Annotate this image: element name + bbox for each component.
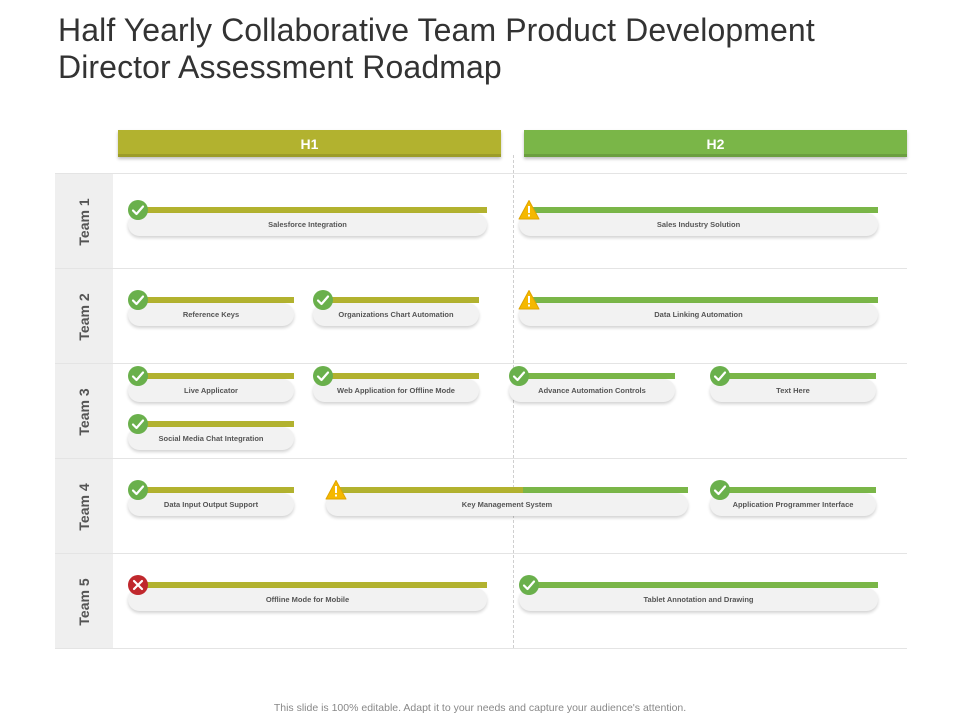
check-icon (128, 290, 148, 310)
task-card[interactable]: Data Linking Automation (518, 290, 878, 329)
check-icon (313, 366, 333, 386)
task-label: Reference Keys (182, 310, 240, 319)
task-label: Offline Mode for Mobile (265, 595, 350, 604)
check-icon (313, 290, 333, 310)
task-card[interactable]: Salesforce Integration (128, 200, 487, 239)
task-pill: Advance Automation Controls (509, 379, 675, 402)
task-card[interactable]: Key Management System (325, 480, 688, 519)
warning-icon (325, 480, 347, 500)
task-card[interactable]: Sales Industry Solution (518, 200, 878, 239)
task-pill: Data Linking Automation (519, 303, 878, 326)
team-row-5: Team 5 (55, 553, 907, 649)
task-pill: Tablet Annotation and Drawing (519, 588, 878, 611)
row-label: Team 5 (76, 577, 92, 626)
task-card[interactable]: Data Input Output Support (128, 480, 294, 519)
row-label: Team 1 (76, 197, 92, 246)
task-label: Data Linking Automation (654, 310, 743, 319)
task-bar (138, 207, 487, 213)
task-bar (138, 373, 294, 379)
task-bar (720, 487, 876, 493)
check-icon (128, 480, 148, 500)
task-card[interactable]: Live Applicator (128, 366, 294, 405)
cross-icon (128, 575, 148, 595)
check-icon (710, 366, 730, 386)
check-icon (519, 575, 539, 595)
task-pill: Organizations Chart Automation (313, 303, 479, 326)
task-pill: Text Here (710, 379, 876, 402)
row-label-cell: Team 1 (55, 174, 113, 269)
task-pill: Offline Mode for Mobile (128, 588, 487, 611)
task-label: Organizations Chart Automation (338, 310, 454, 319)
warning-icon (518, 290, 540, 310)
task-bar (336, 487, 688, 493)
task-pill: Social Media Chat Integration (128, 427, 294, 450)
task-card[interactable]: Reference Keys (128, 290, 294, 329)
task-card[interactable]: Advance Automation Controls (509, 366, 675, 405)
footer-note: This slide is 100% editable. Adapt it to… (273, 702, 687, 714)
task-label: Social Media Chat Integration (158, 434, 264, 443)
task-label: Advance Automation Controls (538, 386, 646, 395)
phase-label: H1 (300, 135, 319, 152)
task-bar (529, 582, 878, 588)
team-row-1: Team 1 (55, 173, 907, 269)
task-label: Application Programmer Interface (732, 500, 854, 509)
task-label: Data Input Output Support (163, 500, 259, 509)
task-bar (323, 297, 479, 303)
check-icon (128, 366, 148, 386)
check-icon (509, 366, 529, 386)
warning-icon (518, 200, 540, 220)
row-label-cell: Team 2 (55, 269, 113, 364)
row-label: Team 4 (76, 482, 92, 531)
task-bar (138, 421, 294, 427)
task-label: Text Here (776, 386, 810, 395)
task-card[interactable]: Text Here (710, 366, 876, 405)
task-bar (138, 582, 487, 588)
task-card[interactable]: Application Programmer Interface (710, 480, 876, 519)
slide-title: Half Yearly Collaborative Team Product D… (58, 12, 815, 85)
task-bar (138, 297, 294, 303)
row-label-cell: Team 4 (55, 459, 113, 554)
check-icon (710, 480, 730, 500)
task-bar (519, 373, 675, 379)
task-bar (138, 487, 294, 493)
task-pill: Key Management System (326, 493, 688, 516)
phase-header-h1: H1 (118, 130, 501, 157)
task-bar (529, 297, 878, 303)
check-icon (128, 200, 148, 220)
half-divider (513, 155, 514, 648)
task-pill: Data Input Output Support (128, 493, 294, 516)
table-bottom-border (55, 648, 907, 649)
row-label: Team 2 (76, 292, 92, 341)
task-label: Web Application for Offline Mode (337, 386, 455, 395)
task-label: Salesforce Integration (268, 220, 347, 229)
team-row-2: Team 2 (55, 268, 907, 364)
task-pill: Reference Keys (128, 303, 294, 326)
task-label: Live Applicator (184, 386, 238, 395)
team-row-3: Team 3 (55, 363, 907, 459)
task-card[interactable]: Tablet Annotation and Drawing (519, 575, 878, 614)
task-card[interactable]: Organizations Chart Automation (313, 290, 479, 329)
task-bar (720, 373, 876, 379)
task-bar (529, 207, 878, 213)
task-label: Tablet Annotation and Drawing (643, 595, 754, 604)
task-card[interactable]: Web Application for Offline Mode (313, 366, 479, 405)
row-label-cell: Team 3 (55, 364, 113, 459)
task-pill: Application Programmer Interface (710, 493, 876, 516)
team-row-4: Team 4 (55, 458, 907, 554)
task-pill: Salesforce Integration (128, 213, 487, 236)
task-pill: Sales Industry Solution (519, 213, 878, 236)
task-pill: Web Application for Offline Mode (313, 379, 479, 402)
phase-label: H2 (706, 135, 725, 152)
check-icon (128, 414, 148, 434)
task-card[interactable]: Social Media Chat Integration (128, 414, 294, 453)
task-pill: Live Applicator (128, 379, 294, 402)
task-label: Sales Industry Solution (656, 220, 741, 229)
task-label: Key Management System (461, 500, 553, 509)
row-label-cell: Team 5 (55, 554, 113, 649)
phase-header-h2: H2 (524, 130, 907, 157)
row-label: Team 3 (76, 387, 92, 436)
task-bar (323, 373, 479, 379)
task-card[interactable]: Offline Mode for Mobile (128, 575, 487, 614)
